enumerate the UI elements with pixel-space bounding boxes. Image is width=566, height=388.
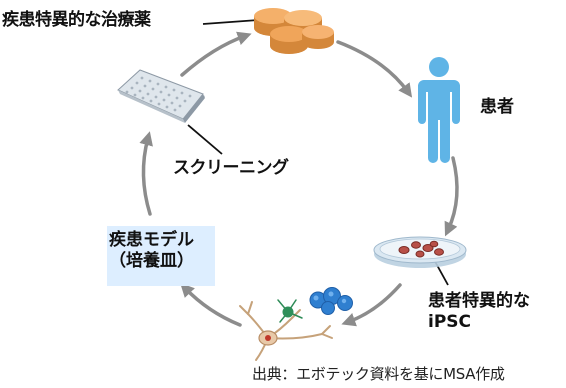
cycle-arrows xyxy=(139,31,459,327)
arrow-patient-to-ipsc xyxy=(444,156,459,237)
arrow-model-to-plate xyxy=(139,131,153,216)
arrow-plate-to-drug xyxy=(180,31,252,77)
pills-icon xyxy=(254,8,334,54)
arrow-cells-to-model xyxy=(180,282,242,327)
neuron-cells-icon xyxy=(239,287,353,361)
arrow-ipsc-to-cells xyxy=(341,283,402,327)
label-culture-dish: （培養皿） xyxy=(109,251,194,272)
label-screening: スクリーニング xyxy=(173,158,289,178)
well-plate-icon xyxy=(117,69,205,123)
label-patient: 患者 xyxy=(480,97,514,117)
label-ipsc-line2: iPSC xyxy=(428,312,472,333)
label-disease-model: 疾患モデル xyxy=(109,230,194,250)
label-disease-model-box: 疾患モデル （培養皿） xyxy=(107,226,215,286)
label-disease-specific-drug: 疾患特異的な治療薬 xyxy=(2,10,151,30)
arrow-drug-to-patient xyxy=(336,40,413,98)
person-icon xyxy=(418,57,460,163)
label-patient-specific-ipsc: 患者特異的な iPSC xyxy=(428,291,530,334)
source-caption: 出典：エボテック資料を基にMSA作成 xyxy=(252,365,505,383)
label-ipsc-line1: 患者特異的な xyxy=(428,291,530,311)
petri-dish-icon xyxy=(373,236,467,268)
